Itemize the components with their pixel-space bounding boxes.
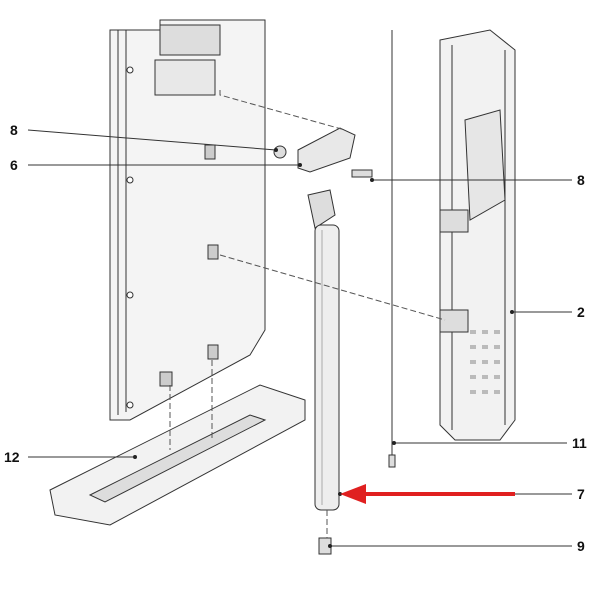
callout-12: 12 xyxy=(4,449,20,465)
callout-6: 6 xyxy=(10,157,18,173)
highlight-arrow xyxy=(340,484,515,504)
gas-strut-part-7 xyxy=(307,189,340,511)
left-door-panel xyxy=(109,19,266,421)
callout-8-right: 8 xyxy=(577,172,585,188)
bracket-part-6 xyxy=(297,127,356,173)
right-panel-part-2 xyxy=(439,29,516,441)
nut-part-8 xyxy=(273,145,287,159)
callout-11: 11 xyxy=(572,435,587,451)
callout-2: 2 xyxy=(577,304,585,320)
callout-9: 9 xyxy=(577,538,585,554)
callout-7: 7 xyxy=(577,486,585,502)
callout-8-left: 8 xyxy=(10,122,18,138)
screw-part-8 xyxy=(351,169,373,178)
leader-lines xyxy=(27,129,572,547)
